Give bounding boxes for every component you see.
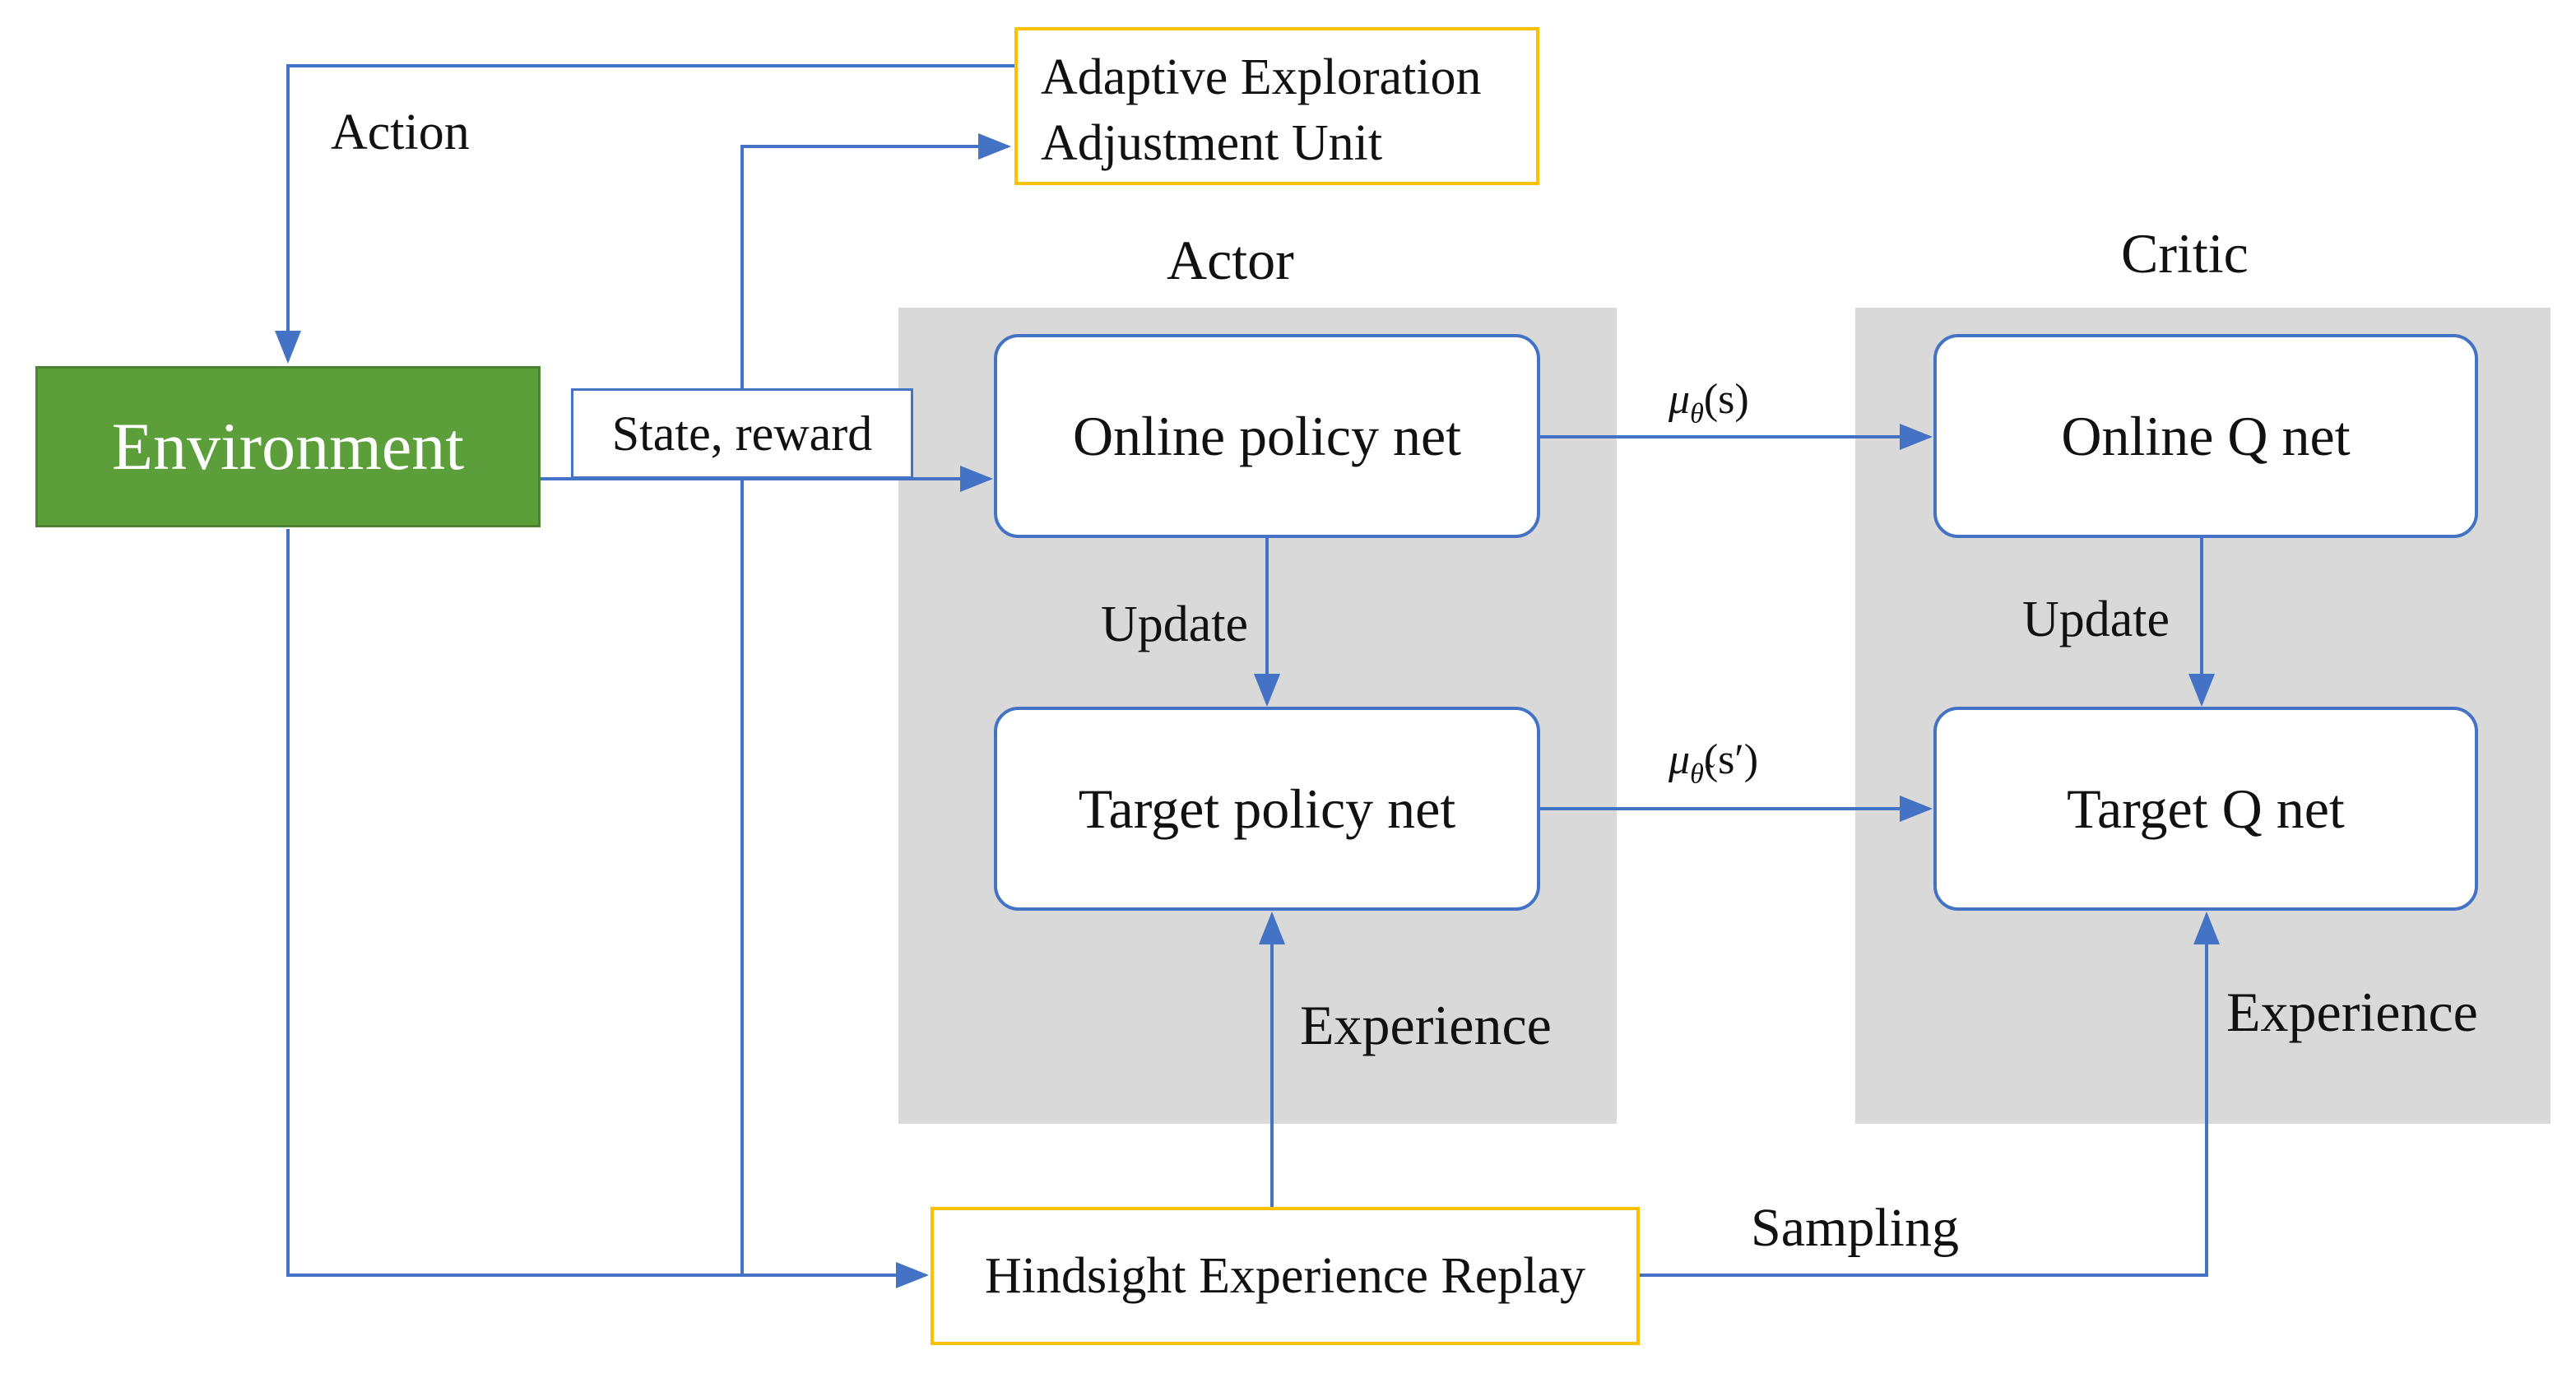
action-label: Action bbox=[331, 104, 470, 160]
target-policy-net: Target policy net bbox=[994, 707, 1540, 911]
mu-theta-subscript: θ bbox=[1690, 398, 1704, 429]
environment-node: Environment bbox=[35, 366, 541, 527]
sampling-label: Sampling bbox=[1751, 1198, 1960, 1258]
target-q-net: Target Q net bbox=[1933, 707, 2478, 911]
mu-target-label: μθ̃(s′) bbox=[1669, 739, 1758, 788]
actor-title: Actor bbox=[1167, 229, 1294, 291]
critic-update-label: Update bbox=[2022, 592, 2170, 647]
mu-target-symbol: μ bbox=[1669, 736, 1691, 783]
critic-experience-label: Experience bbox=[2226, 981, 2478, 1043]
her-label: Hindsight Experience Replay bbox=[984, 1247, 1585, 1304]
mu-target-subscript: θ̃ bbox=[1690, 759, 1704, 790]
adaptive-exploration-box: Adaptive Exploration Adjustment Unit bbox=[1014, 27, 1539, 185]
mu-target-argument: (s′) bbox=[1703, 736, 1759, 783]
mu-theta-label: μθ(s) bbox=[1669, 378, 1749, 428]
state-to-adaptive-arrow bbox=[740, 133, 1011, 392]
action-arrow bbox=[275, 64, 1014, 364]
online-policy-net: Online policy net bbox=[994, 334, 1540, 538]
adaptive-exploration-line2: Adjustment Unit bbox=[1041, 115, 1383, 171]
actor-experience-label: Experience bbox=[1300, 994, 1552, 1056]
sampling-arrow bbox=[1638, 912, 2220, 1277]
mu-theta-argument: (s) bbox=[1703, 376, 1749, 423]
critic-title: Critic bbox=[2121, 222, 2249, 285]
env-to-her-line bbox=[286, 529, 742, 1277]
actor-update-label: Update bbox=[1101, 596, 1249, 652]
state-reward-box: State, reward bbox=[571, 388, 913, 479]
hindsight-experience-replay-box: Hindsight Experience Replay bbox=[931, 1207, 1640, 1345]
online-q-net: Online Q net bbox=[1933, 334, 2478, 538]
mu-theta-symbol: μ bbox=[1669, 376, 1691, 423]
adaptive-exploration-line1: Adaptive Exploration bbox=[1041, 49, 1482, 105]
